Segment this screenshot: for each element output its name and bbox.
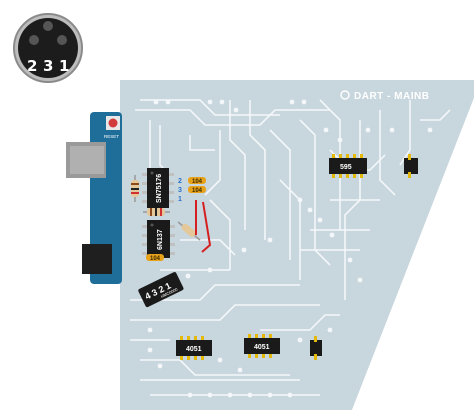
arduino-board: RESET <box>66 112 122 284</box>
chip-4051: 4051 <box>176 336 212 360</box>
main-board: DART - MAINB <box>120 80 474 410</box>
chip-sn75176: SN75176 <box>142 168 174 208</box>
dip-pin-label: 2 <box>178 178 182 185</box>
resistor <box>131 175 139 202</box>
chip-4051: 4051 <box>244 334 280 358</box>
reset-label: RESET <box>104 134 119 139</box>
board-cutaway <box>352 98 474 420</box>
chip-partial <box>310 336 322 360</box>
board-title-dot-icon <box>340 90 350 100</box>
xlr-pin-label: 1 <box>59 57 69 75</box>
board-title: DART - MAINB <box>354 91 429 102</box>
chip-595: 595 <box>329 154 367 178</box>
dip-pin-label: 3 <box>178 187 182 194</box>
capacitor: 104 <box>188 177 206 185</box>
xlr-pin-label: 3 <box>43 57 53 75</box>
capacitor-label: 104 <box>150 256 161 262</box>
capacitor: 104 <box>188 186 206 194</box>
resistors <box>131 175 201 241</box>
pcb-vias <box>147 99 433 398</box>
xlr-pin-hole <box>43 21 53 31</box>
chip-label: 595 <box>340 164 352 171</box>
reset-button <box>108 118 118 128</box>
chip-label: 6N137 <box>157 229 164 250</box>
xlr-pin-label: 2 <box>27 57 37 75</box>
chip-6n137: 6N137 <box>142 220 175 258</box>
capacitor-label: 104 <box>192 188 203 194</box>
dip-pin-label: 1 <box>178 196 182 203</box>
chip-label: 4051 <box>254 344 270 351</box>
pcb-traces <box>130 99 451 396</box>
chip-label: SN75176 <box>156 174 163 203</box>
power-jack <box>82 244 112 274</box>
dip-pin-labels: 2 3 1 <box>178 178 182 203</box>
chip-label: 4051 <box>186 346 202 353</box>
resistor <box>177 221 201 241</box>
xlr-pin-hole <box>29 35 39 45</box>
capacitor-label: 104 <box>192 179 203 185</box>
red-wires <box>195 200 212 253</box>
chip-partial <box>404 154 418 178</box>
resistor <box>143 208 170 216</box>
xlr-pin-hole <box>57 35 67 45</box>
capacitor: 104 <box>146 254 164 262</box>
xlr-connector: 2 3 1 <box>13 13 83 83</box>
